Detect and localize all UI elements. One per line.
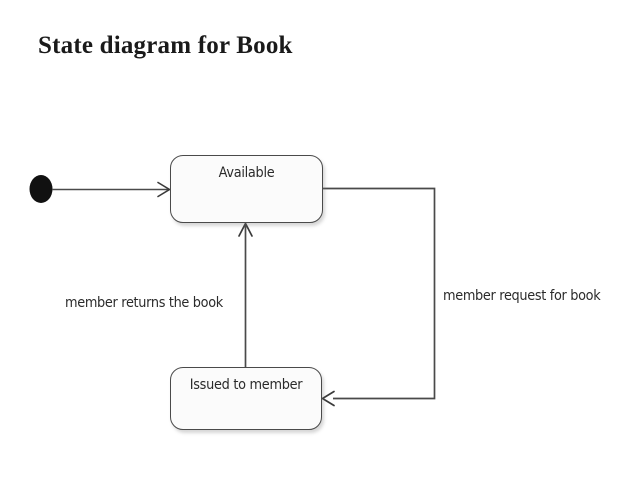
initial-state-node	[29, 175, 53, 203]
arrowhead-into-available-bottom	[238, 221, 253, 237]
state-label-issued-to-member: Issued to member	[189, 377, 303, 393]
arrowhead-into-issued-right	[320, 390, 335, 407]
edge-available-to-issued	[323, 187, 436, 400]
state-node-available[interactable]: Available	[170, 155, 323, 223]
arrowhead-into-available-left	[157, 181, 172, 198]
transition-label-member-request-for-book: member request for book	[443, 288, 601, 304]
state-label-available: Available	[218, 165, 275, 181]
page-title: State diagram for Book	[38, 32, 293, 59]
transition-label-member-returns-the-book: member returns the book	[65, 295, 223, 311]
state-node-issued-to-member[interactable]: Issued to member	[170, 367, 322, 430]
